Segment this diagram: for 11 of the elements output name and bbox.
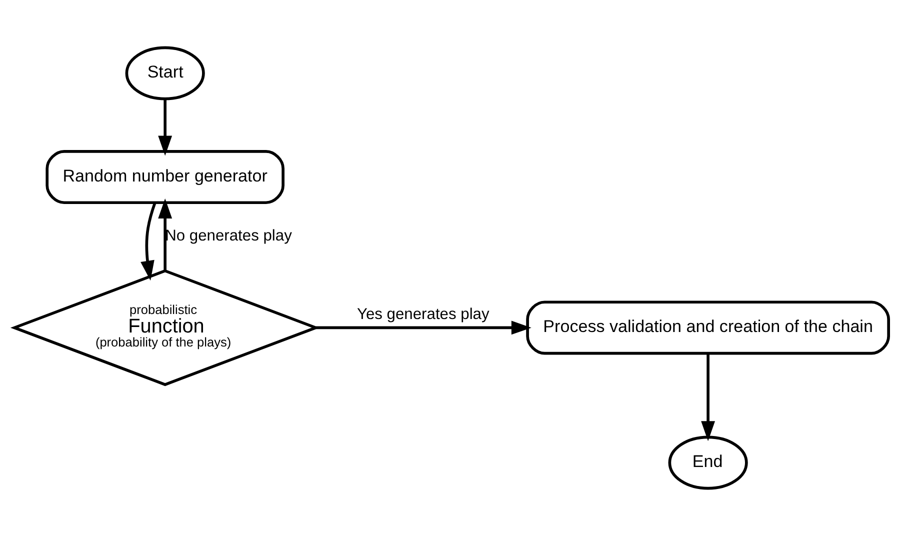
arrow — [140, 202, 156, 281]
node-box: Random number generator — [46, 150, 284, 204]
arrow — [158, 99, 172, 156]
node-ellipse: Start — [125, 46, 205, 100]
edge-label: Yes generates play — [356, 306, 490, 323]
edge-label: No generates play — [165, 228, 292, 245]
arrow — [158, 198, 172, 270]
arrow — [316, 320, 532, 335]
arrow — [701, 353, 716, 442]
node-ellipse: End — [668, 436, 748, 490]
node-box: Process validation and creation of the chain — [526, 300, 890, 355]
